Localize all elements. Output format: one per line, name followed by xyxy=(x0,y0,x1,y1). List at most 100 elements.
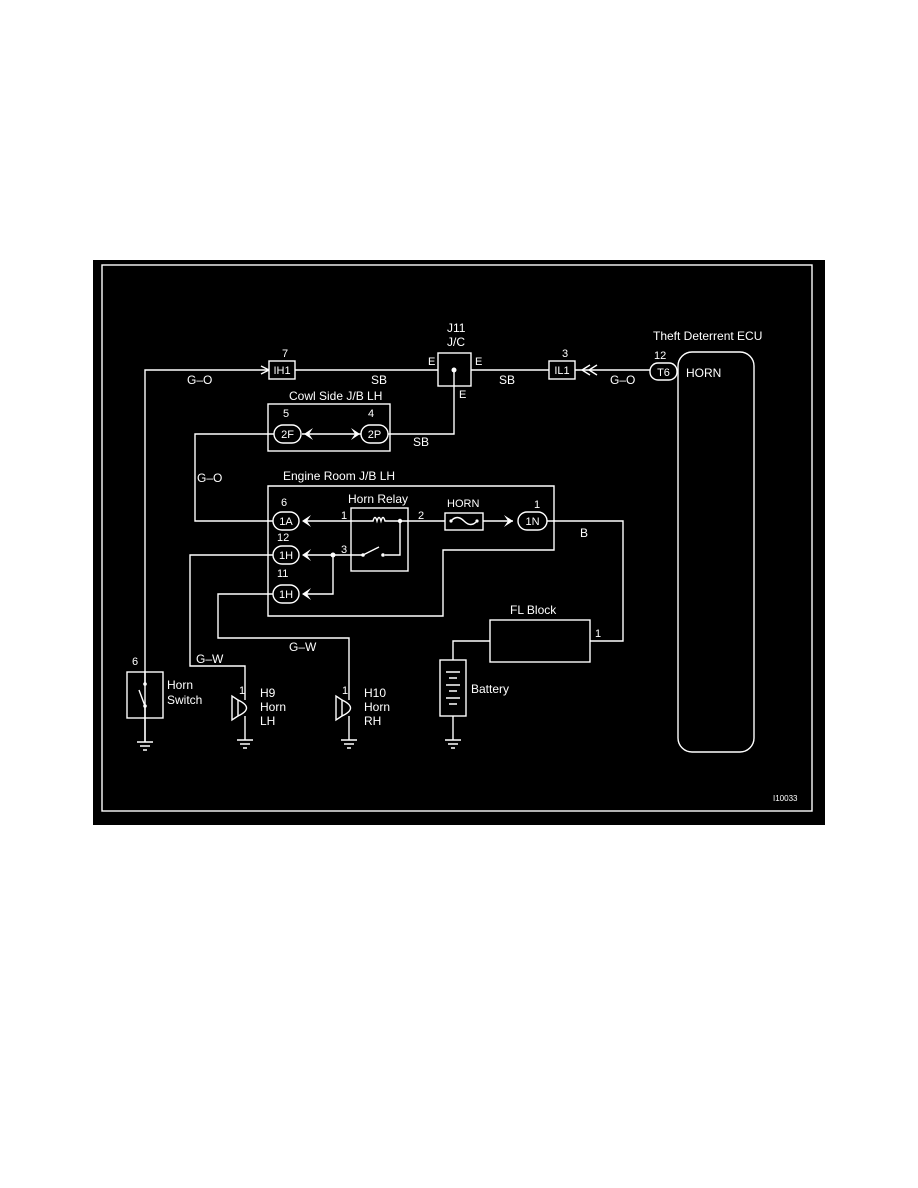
horn-rh-label-2: RH xyxy=(364,714,381,728)
connector-1h-a-label: 1H xyxy=(279,550,293,562)
wire-go-left xyxy=(194,433,274,522)
wire-go-horn-switch xyxy=(144,369,268,742)
conn-1n-chevron xyxy=(504,515,513,527)
horn-lh-label-1: Horn xyxy=(260,700,286,714)
relay-contact-left xyxy=(361,553,365,557)
horn-switch-blade xyxy=(138,672,146,718)
horn-switch-contact-top xyxy=(143,682,147,686)
conn-1n-pin: 1 xyxy=(534,499,540,511)
wire-fl-to-battery xyxy=(452,640,490,660)
figure-id: I10033 xyxy=(773,794,798,803)
wire-label-sb-right: SB xyxy=(499,373,515,387)
relay-common-wire xyxy=(385,521,401,556)
wire-gw-horn-rh xyxy=(217,593,350,690)
jc-pin-right: E xyxy=(475,356,482,368)
horn-lh-bell xyxy=(237,699,248,717)
ecu-horn-terminal: HORN xyxy=(686,366,721,380)
battery-label: Battery xyxy=(471,682,509,696)
wire-sb-cowl xyxy=(388,386,455,435)
horn-rh-pin: 1 xyxy=(342,685,348,697)
wire-label-b: B xyxy=(580,526,588,540)
connector-il1 xyxy=(548,360,576,380)
conn-1h-b-chevron xyxy=(302,588,311,600)
relay-pin-3: 3 xyxy=(341,544,347,556)
horn-wiring-diagram: Theft Deterrent ECU 12 T6 HORN G–O SB SB… xyxy=(101,264,813,812)
horn-rh-code: H10 xyxy=(364,686,386,700)
horn-lh-pin: 1 xyxy=(239,685,245,697)
connector-1a xyxy=(272,511,300,531)
conn-1h-b-pin: 11 xyxy=(277,568,288,580)
connector-2p-label: 2P xyxy=(368,429,381,441)
horn-switch-label-2: Switch xyxy=(167,693,202,707)
horn-rh-icon xyxy=(335,694,343,722)
cowl-2f-chevron xyxy=(304,428,313,440)
connector-il1-label: IL1 xyxy=(554,365,569,377)
connector-t6-label: T6 xyxy=(657,367,670,379)
cowl-2p-chevron xyxy=(351,428,360,440)
connector-2f-label: 2F xyxy=(281,429,294,441)
theft-deterrent-ecu-box xyxy=(677,351,755,753)
wire-to-1h-b xyxy=(307,555,334,595)
wire-b xyxy=(547,520,624,642)
ecu-pin-number: 12 xyxy=(654,350,666,362)
wiring-diagram-panel: Theft Deterrent ECU 12 T6 HORN G–O SB SB… xyxy=(93,260,825,825)
ecu-title: Theft Deterrent ECU xyxy=(653,329,762,343)
horn-rh-label-1: Horn xyxy=(364,700,390,714)
fuse-label: HORN xyxy=(447,498,479,510)
relay-coil xyxy=(365,516,400,524)
horn-rh-bell xyxy=(341,699,352,717)
cowl-side-jb xyxy=(267,403,391,452)
horn-lh-code: H9 xyxy=(260,686,276,700)
wire-label-sb-cowl: SB xyxy=(413,435,429,449)
relay-title: Horn Relay xyxy=(348,492,408,506)
battery-cells xyxy=(446,671,460,705)
wire-label-gw-mid: G–W xyxy=(289,640,317,654)
fl-block-title: FL Block xyxy=(510,603,557,617)
relay-pin-2: 2 xyxy=(418,510,424,522)
jc-code: J11 xyxy=(447,321,466,335)
connector-ih1 xyxy=(268,360,296,380)
relay-contact-right xyxy=(381,553,385,557)
jc-pin-bottom: E xyxy=(459,389,466,401)
fuse-dot-right xyxy=(475,519,479,523)
connector-1h-b-label: 1H xyxy=(279,589,293,601)
horn-lh-ground-icon xyxy=(237,739,253,749)
connector-il1-arrows xyxy=(580,364,598,376)
relay-pin-1: 1 xyxy=(341,510,347,522)
wire-label-gw-left: G–W xyxy=(196,652,224,666)
conn-1h-a-chevron xyxy=(302,549,311,561)
fuse-element xyxy=(450,516,478,526)
battery-ground-icon xyxy=(445,739,461,749)
jc-name: J/C xyxy=(447,335,465,349)
conn-1a-chevron xyxy=(302,515,311,527)
wire-gw-horn-lh xyxy=(189,554,273,690)
wire-label-go-top-right: G–O xyxy=(610,373,635,387)
cowl-2p-pin: 4 xyxy=(368,408,374,420)
jc-pin-left: E xyxy=(428,356,435,368)
conn-1h-a-pin: 12 xyxy=(277,532,289,544)
fl-block xyxy=(489,619,591,663)
wire-label-go-left: G–O xyxy=(197,471,222,485)
horn-switch-pin: 6 xyxy=(132,656,138,668)
engine-jb-title: Engine Room J/B LH xyxy=(283,469,395,483)
horn-switch-ground-icon xyxy=(137,741,153,751)
diagram-frame xyxy=(101,264,813,812)
connector-ih1-label: IH1 xyxy=(273,365,290,377)
wire-label-sb-left: SB xyxy=(371,373,387,387)
cowl-2f-pin: 5 xyxy=(283,408,289,420)
horn-relay xyxy=(350,507,409,572)
battery-symbol xyxy=(439,659,467,717)
engine-room-jb xyxy=(267,485,555,617)
relay-switch-contact xyxy=(353,546,380,556)
connector-t6 xyxy=(649,362,678,381)
connector-1n-label: 1N xyxy=(525,516,539,528)
connector-il1-pin: 3 xyxy=(562,348,568,360)
wire-label-go-top-left: G–O xyxy=(187,373,212,387)
connector-ih1-pin: 7 xyxy=(282,348,288,360)
horn-lh-icon xyxy=(231,694,239,722)
horn-switch-label-1: Horn xyxy=(167,678,193,692)
fl-block-pin: 1 xyxy=(595,628,601,640)
conn-1a-pin: 6 xyxy=(281,497,287,509)
horn-rh-ground-icon xyxy=(341,739,357,749)
fuse-dot-left xyxy=(449,519,453,523)
